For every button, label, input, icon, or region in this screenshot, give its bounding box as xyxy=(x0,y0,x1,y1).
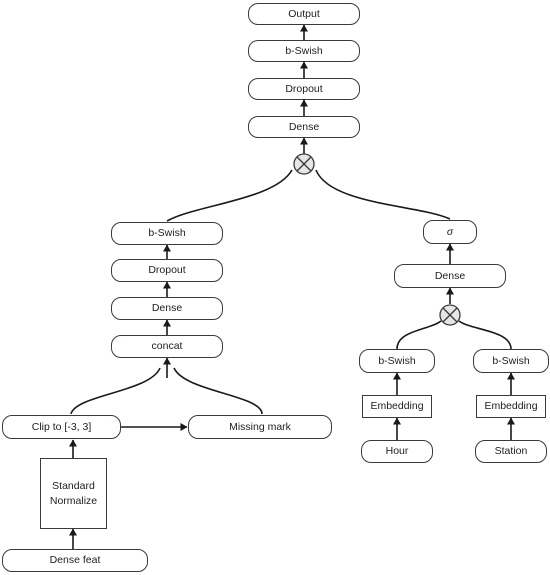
output-node: Output xyxy=(248,3,360,25)
bswish-node-left: b-Swish xyxy=(111,222,223,245)
clip-node: Clip to [-3, 3] xyxy=(2,415,121,439)
station-node: Station xyxy=(475,440,547,463)
bswish-node-hour: b-Swish xyxy=(359,349,435,373)
edge-hour-bswish-to-combine xyxy=(396,320,442,350)
dense-feat-node: Dense feat xyxy=(2,549,148,572)
edge-left-branch-to-combine xyxy=(166,169,293,222)
dense-node-top: Dense xyxy=(248,116,360,138)
bswish-node-station: b-Swish xyxy=(473,349,549,373)
concat-node: concat xyxy=(111,335,223,358)
edge-station-bswish-to-combine xyxy=(458,320,512,350)
dropout-node-top: Dropout xyxy=(248,78,360,100)
circled-times-icon xyxy=(293,153,315,175)
circled-times-icon xyxy=(439,304,461,326)
standard-normalize-node: Standard Normalize xyxy=(40,458,107,529)
dropout-node-left: Dropout xyxy=(111,259,223,282)
sigma-node: σ xyxy=(423,220,477,244)
edge-right-branch-to-combine xyxy=(315,169,451,220)
edge-missing-to-concat xyxy=(173,367,263,415)
hour-node: Hour xyxy=(361,440,433,463)
dense-node-left: Dense xyxy=(111,297,223,320)
embedding-node-hour: Embedding xyxy=(362,395,432,418)
missing-mark-node: Missing mark xyxy=(188,415,332,439)
embedding-node-station: Embedding xyxy=(476,395,546,418)
dense-node-right: Dense xyxy=(394,264,506,288)
bswish-node-top: b-Swish xyxy=(248,40,360,62)
edge-clip-to-concat xyxy=(70,367,161,415)
